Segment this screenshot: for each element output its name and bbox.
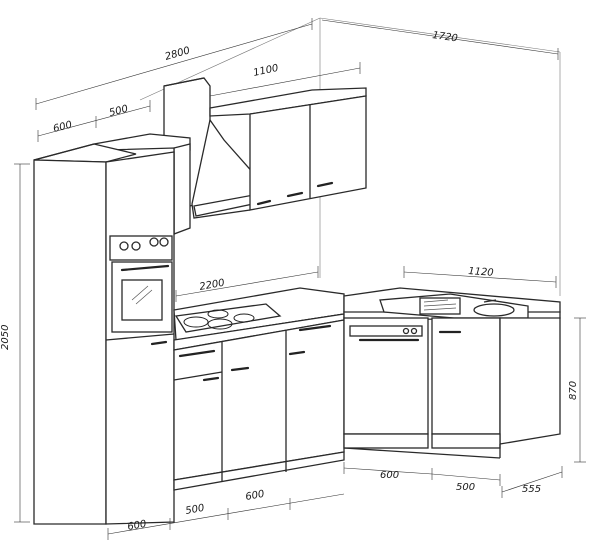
wall-cabinet-handle (286, 191, 304, 198)
dishwasher-button-icon (402, 327, 410, 335)
dim-600-bottom-right: 600 (380, 470, 399, 481)
hob-burner-icon (233, 313, 255, 323)
base-cabinet-handle (288, 350, 306, 356)
counter-dimension: 2200 (175, 266, 319, 302)
dim-1720: 1720 (432, 30, 459, 44)
tall-unit (33, 143, 175, 525)
dim-600-bottom-mid: 600 (245, 489, 266, 503)
oven-knob-icon (131, 241, 141, 251)
hob-burner-icon (183, 316, 209, 328)
dim-555: 555 (522, 484, 541, 495)
base-cabinet-handle (230, 366, 250, 372)
tall-unit-handle (150, 340, 168, 346)
wall-cabinet-handle (256, 199, 272, 206)
dim-1100: 1100 (252, 63, 279, 79)
dim-870: 870 (568, 381, 579, 400)
wall-cabinet-handle (316, 181, 334, 188)
dim-500-bottom-right: 500 (456, 482, 475, 493)
dim-1120: 1120 (468, 266, 494, 279)
oven-handle (120, 264, 170, 272)
oven-knob-icon (149, 237, 159, 247)
hob-burner-icon (207, 309, 229, 319)
base-cabinet-handle (298, 324, 332, 332)
dim-600-bottom-left: 600 (127, 519, 148, 533)
base-drawer-handle (178, 349, 216, 358)
oven-knob-icon (119, 241, 129, 251)
base-cabinet-handle (202, 376, 220, 382)
dim-600-top: 600 (52, 120, 73, 135)
sink-drain-icon (473, 303, 515, 317)
hob-burner-icon (207, 318, 233, 330)
base-cabinets-left (173, 319, 345, 491)
wall-cabinets-right (209, 87, 367, 211)
base-cabinets-return (343, 317, 561, 459)
dishwasher-button-icon (410, 327, 418, 335)
dim-2200: 2200 (199, 278, 226, 293)
dim-500-bottom: 500 (185, 503, 206, 517)
dim-500-top: 500 (108, 104, 129, 119)
oven-knob-icon (159, 237, 169, 247)
countertop-return: 1120 (343, 266, 561, 321)
bottom-dimensions: 600 500 600 600 500 555 (107, 462, 563, 540)
countertop-left (173, 287, 345, 351)
dim-2050: 2050 (0, 325, 11, 350)
height-dimensions: 2050 870 (0, 163, 586, 523)
